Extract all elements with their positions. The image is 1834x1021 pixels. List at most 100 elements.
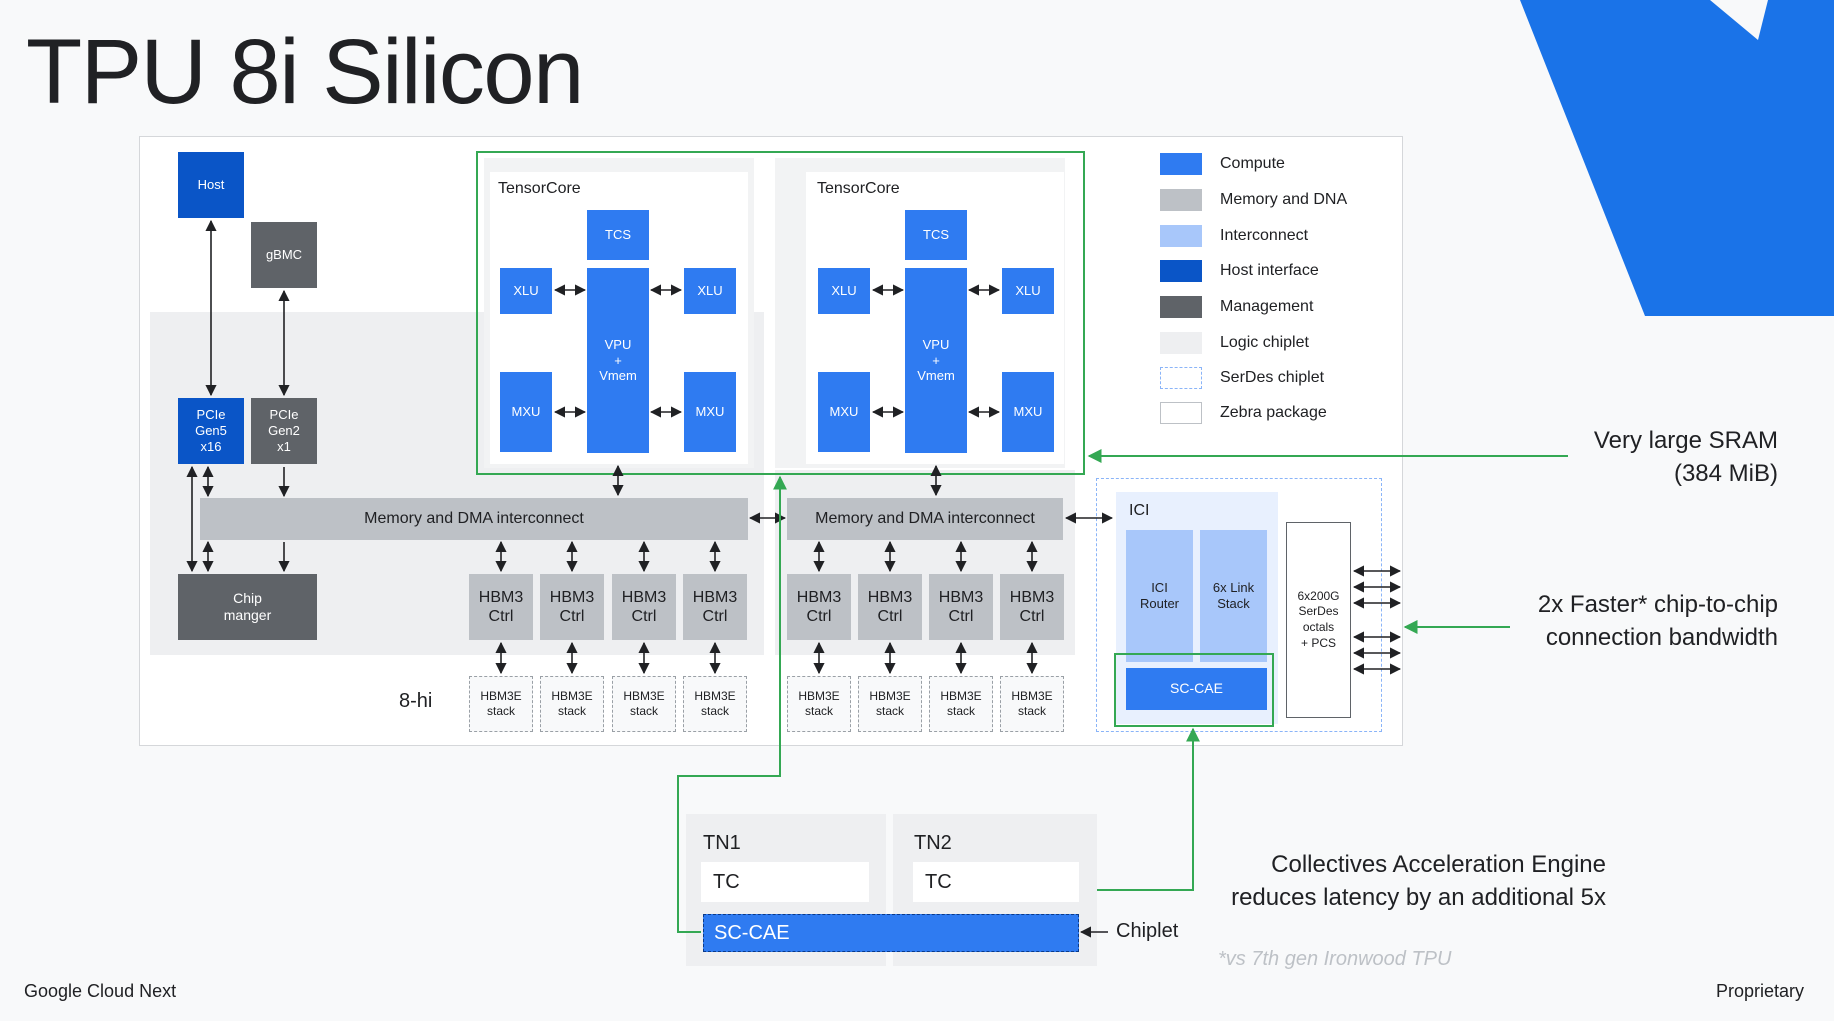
hbm-ctrl-label: HBM3 <box>478 588 524 606</box>
mxu-block-1a: MXU <box>500 372 552 452</box>
vpu-plus: + <box>932 352 940 368</box>
host-block: Host <box>178 152 244 218</box>
hbm-stack-label: HBM3E <box>694 689 736 703</box>
memory-dma-interconnect-left: Memory and DMA interconnect <box>200 498 748 540</box>
hbm-ctrl-sublabel: Ctrl <box>877 608 903 625</box>
ici-label: ICI <box>1129 502 1150 519</box>
hbm-stack-label: HBM3E <box>798 689 840 703</box>
callout-bandwidth-line-1: 2x Faster* chip-to-chip <box>1537 591 1778 618</box>
hbm-ctrl-sublabel: Ctrl <box>1019 608 1045 625</box>
serdes-label-2: SerDes <box>1298 604 1339 619</box>
hbm-ctrl-label: HBM3 <box>692 588 738 606</box>
pcie-gen-label: Gen5 <box>195 422 227 438</box>
hbm-stack-sublabel: stack <box>1017 704 1046 718</box>
hbm-stack-sublabel: stack <box>875 704 904 718</box>
vpu-block-1: VPU + Vmem <box>587 268 649 453</box>
footnote: *vs 7th gen Ironwood TPU <box>1218 948 1452 970</box>
vpu-label: VPU <box>604 337 632 353</box>
pcie-gen-label: Gen2 <box>268 422 300 438</box>
serdes-label-1: 6x200G <box>1297 588 1340 603</box>
legend-swatch <box>1160 260 1202 282</box>
pcie-gen2-block: PCIe Gen2 x1 <box>251 398 317 464</box>
legend-swatch <box>1160 402 1202 424</box>
tcs-block-1: TCS <box>587 210 649 260</box>
legend-label: Interconnect <box>1220 227 1309 244</box>
hbm-stack-label: HBM3E <box>480 689 522 703</box>
footer-proprietary: Proprietary <box>1715 981 1804 1001</box>
link-stack-label-2: Stack <box>1217 596 1250 611</box>
tensorcore-1-title: TensorCore <box>498 180 581 197</box>
legend-label: Zebra package <box>1220 404 1327 421</box>
green-line-chiplet-to-tc <box>677 475 787 933</box>
hbm-ctrl-label: HBM3 <box>796 588 842 606</box>
mxu-block-2b: MXU <box>1002 372 1054 452</box>
tc-block-tn2: TC <box>913 862 1079 902</box>
legend-label: Compute <box>1220 155 1285 172</box>
pcie-gen5-block: PCIe Gen5 x16 <box>178 398 244 464</box>
callout-cae-line-1: Collectives Acceleration Engine <box>1271 851 1606 878</box>
pcie-lanes-label: x16 <box>200 439 222 455</box>
hbm-stack-sublabel: stack <box>946 704 975 718</box>
xlu-block-2a: XLU <box>818 268 870 314</box>
pcie-label: PCIe <box>196 406 226 422</box>
hbm-ctrl-sublabel: Ctrl <box>488 608 514 625</box>
ici-router-block: ICI Router <box>1126 530 1193 662</box>
chip-manager-block: Chip manger <box>178 574 317 640</box>
hbm-stack-sublabel: stack <box>557 704 586 718</box>
xlu-block-2b: XLU <box>1002 268 1054 314</box>
xlu-block-1b: XLU <box>684 268 736 314</box>
hbm-stack-sublabel: stack <box>629 704 658 718</box>
hbm-stack-sublabel: stack <box>486 704 515 718</box>
legend-swatch <box>1160 225 1202 247</box>
hbm-ctrl-label: HBM3 <box>867 588 913 606</box>
serdes-octals-block: 6x200G SerDes octals + PCS <box>1286 522 1351 718</box>
link-stack-block: 6x Link Stack <box>1200 530 1267 662</box>
legend-swatch <box>1160 332 1202 354</box>
tensorcore-green-outline <box>476 151 1085 475</box>
hbm-stack-label: HBM3E <box>940 689 982 703</box>
tn2-label: TN2 <box>914 832 952 854</box>
mxu-block-1b: MXU <box>684 372 736 452</box>
sc-cae-ici-block: SC-CAE <box>1126 668 1267 710</box>
serdes-label-3: octals <box>1302 620 1335 634</box>
legend-item-host-interface: Host interface <box>1160 259 1319 283</box>
legend: Compute Memory and DNA Interconnect Host… <box>1160 150 1390 440</box>
tc-block-tn1: TC <box>701 862 869 902</box>
gbmc-block: gBMC <box>251 222 317 288</box>
memory-dma-interconnect-right: Memory and DMA interconnect <box>787 498 1063 540</box>
pcie-label: PCIe <box>269 406 299 422</box>
legend-item-interconnect: Interconnect <box>1160 224 1308 248</box>
ici-router-label-2: Router <box>1139 596 1180 611</box>
ici-router-label-1: ICI <box>1151 579 1168 595</box>
vmem-label: Vmem <box>917 368 955 384</box>
callout-cae-line-2: reduces latency by an additional 5x <box>1231 884 1606 912</box>
chiplet-label: Chiplet <box>1116 920 1179 942</box>
mxu-block-2a: MXU <box>818 372 870 452</box>
legend-swatch <box>1160 296 1202 318</box>
hbm-ctrl-sublabel: Ctrl <box>702 608 728 625</box>
legend-item-zebra-package: Zebra package <box>1160 401 1327 425</box>
tcs-block-2: TCS <box>905 210 967 260</box>
vpu-label: VPU <box>922 337 950 353</box>
legend-item-compute: Compute <box>1160 152 1285 176</box>
legend-label: Memory and DNA <box>1220 191 1348 208</box>
legend-swatch <box>1160 367 1202 389</box>
hbm-ctrl-label: HBM3 <box>938 588 984 606</box>
corner-shape-notch <box>1710 0 1768 40</box>
hbm-stack-label: HBM3E <box>869 689 911 703</box>
legend-swatch <box>1160 153 1202 175</box>
vpu-block-2: VPU + Vmem <box>905 268 967 453</box>
hbm-stack-sublabel: stack <box>700 704 729 718</box>
hbm-ctrl-sublabel: Ctrl <box>948 608 974 625</box>
callout-bandwidth: 2x Faster* chip-to-chip connection bandw… <box>1538 588 1778 654</box>
vpu-plus: + <box>614 352 622 368</box>
